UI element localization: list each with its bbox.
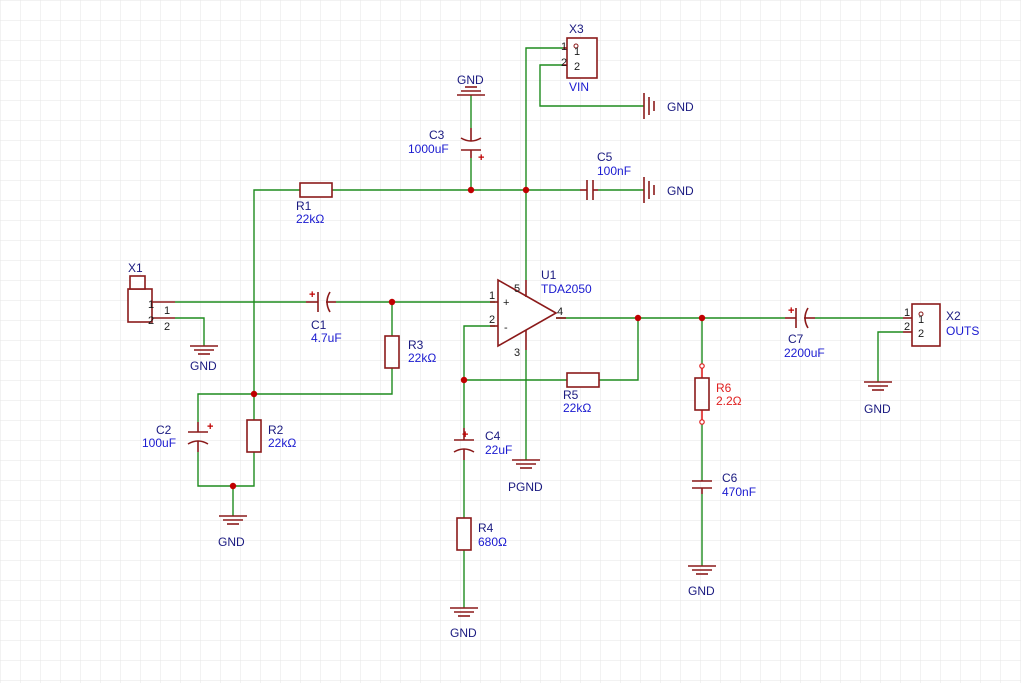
x3-pin1-inner: 1 — [574, 46, 580, 58]
resistor-r5[interactable]: R5 22kΩ — [563, 372, 600, 415]
resistor-r6[interactable]: R6 2.2Ω — [694, 363, 742, 425]
r1-value: 22kΩ — [296, 212, 324, 226]
u1-pin3: 3 — [514, 347, 520, 359]
c6-value: 470nF — [722, 485, 756, 499]
x2-pin2-outer: 2 — [904, 321, 910, 333]
x2-pin1-outer: 1 — [904, 307, 910, 319]
c5-value: 100nF — [597, 164, 631, 178]
ground-symbol-x1: GND — [190, 345, 218, 373]
c7-value: 2200uF — [784, 346, 825, 360]
capacitor-c7[interactable]: + C7 2200uF — [784, 305, 825, 360]
x1-pin2-inner: 2 — [148, 315, 154, 327]
c4-polarity: + — [462, 429, 468, 441]
c1-designator: C1 — [311, 318, 327, 332]
r4-designator: R4 — [478, 521, 494, 535]
gnd-label-c2: GND — [218, 535, 245, 549]
r1-designator: R1 — [296, 199, 312, 213]
u1-pin5: 5 — [514, 283, 520, 295]
x2-value: OUTS — [946, 324, 979, 338]
u1-pin1: 1 — [489, 290, 495, 302]
r3-value: 22kΩ — [408, 351, 436, 365]
c3-polarity: + — [478, 152, 484, 164]
gnd-label-x2: GND — [864, 402, 891, 416]
capacitor-c4[interactable]: + C4 22uF — [453, 428, 512, 460]
c1-value: 4.7uF — [311, 331, 342, 345]
x2-pin1-inner: 1 — [918, 314, 924, 326]
r5-value: 22kΩ — [563, 401, 591, 415]
r3-designator: R3 — [408, 338, 424, 352]
wires — [175, 47, 903, 608]
capacitor-c1[interactable]: + C1 4.7uF — [306, 289, 342, 345]
c7-polarity: + — [788, 305, 794, 317]
c5-designator: C5 — [597, 150, 613, 164]
ground-symbol-c5: GND — [643, 177, 694, 203]
c7-designator: C7 — [788, 332, 804, 346]
connector-x2[interactable]: X2 OUTS 1 2 1 2 — [903, 303, 979, 347]
ground-symbol-c3: GND — [457, 73, 485, 96]
c3-value: 1000uF — [408, 142, 449, 156]
capacitor-c6[interactable]: C6 470nF — [692, 471, 756, 499]
u1-designator: U1 — [541, 268, 557, 282]
x3-value: VIN — [569, 80, 589, 94]
u1-plus-sign: + — [503, 297, 509, 309]
x1-pin1-inner: 1 — [148, 299, 154, 311]
c1-polarity: + — [309, 289, 315, 301]
c2-designator: C2 — [156, 423, 172, 437]
resistor-r4[interactable]: R4 680Ω — [456, 517, 507, 551]
capacitor-c3[interactable]: + C3 1000uF — [408, 128, 484, 164]
capacitor-c2[interactable]: + C2 100uF — [142, 421, 213, 452]
c4-designator: C4 — [485, 429, 501, 443]
junctions — [229, 186, 706, 490]
ground-symbol-r4: GND — [450, 607, 478, 640]
gnd-label-r4: GND — [450, 626, 477, 640]
x3-pin2-outer: 2 — [561, 57, 567, 69]
resistor-r2[interactable]: R2 22kΩ — [246, 419, 296, 453]
u1-pin4: 4 — [557, 306, 563, 318]
opamp-u1[interactable]: + - 1 2 5 3 4 U1 TDA2050 — [489, 268, 592, 359]
ground-symbol-c2: GND — [218, 515, 247, 549]
ground-symbol-x3: GND — [643, 93, 694, 119]
r2-designator: R2 — [268, 423, 284, 437]
gnd-label-x3: GND — [667, 100, 694, 114]
x3-pin1-outer: 1 — [561, 41, 567, 53]
r6-value: 2.2Ω — [716, 394, 742, 408]
connector-x1[interactable]: X1 1 2 1 2 — [127, 261, 175, 333]
gnd-label-c6: GND — [688, 584, 715, 598]
c3-designator: C3 — [429, 128, 445, 142]
x3-designator: X3 — [569, 22, 584, 36]
ground-symbol-u1: PGND — [508, 459, 543, 494]
x1-pin2-outer: 2 — [164, 321, 170, 333]
x2-pin2-inner: 2 — [918, 328, 924, 340]
pgnd-label-u1: PGND — [508, 480, 543, 494]
r5-designator: R5 — [563, 388, 579, 402]
r4-value: 680Ω — [478, 535, 507, 549]
ground-symbol-x2: GND — [864, 381, 892, 416]
capacitor-c5[interactable]: C5 100nF — [580, 150, 631, 200]
u1-minus-sign: - — [504, 322, 508, 334]
c4-value: 22uF — [485, 443, 512, 457]
resistor-r3[interactable]: R3 22kΩ — [384, 335, 436, 369]
gnd-label-c5: GND — [667, 184, 694, 198]
u1-pin2: 2 — [489, 314, 495, 326]
ground-symbol-c6: GND — [688, 565, 716, 598]
x3-pin2-inner: 2 — [574, 61, 580, 73]
c2-polarity: + — [207, 421, 213, 433]
gnd-label-c3: GND — [457, 73, 484, 87]
r6-designator: R6 — [716, 381, 732, 395]
u1-value: TDA2050 — [541, 282, 592, 296]
c6-designator: C6 — [722, 471, 738, 485]
r2-value: 22kΩ — [268, 436, 296, 450]
x1-designator: X1 — [128, 261, 143, 275]
resistor-r1[interactable]: R1 22kΩ — [296, 182, 333, 226]
c2-value: 100uF — [142, 436, 176, 450]
connector-x3[interactable]: X3 VIN 1 2 1 2 — [561, 22, 598, 94]
gnd-label-x1: GND — [190, 359, 217, 373]
x1-pin1-outer: 1 — [164, 305, 170, 317]
x2-designator: X2 — [946, 309, 961, 323]
